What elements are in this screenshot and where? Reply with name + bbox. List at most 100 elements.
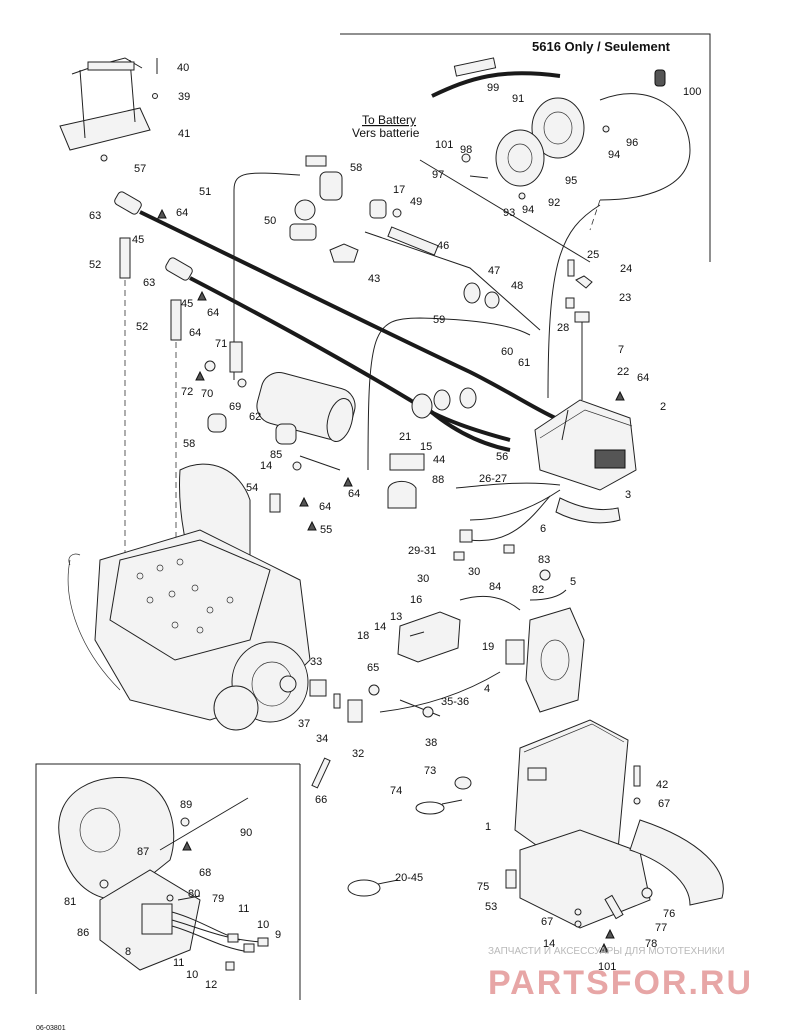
nut-65 — [368, 684, 380, 696]
washer-57 — [100, 154, 108, 162]
grommet-70 — [204, 360, 216, 372]
callout-43: 43 — [368, 273, 380, 285]
ties — [311, 757, 472, 897]
callout-45a: 45 — [132, 234, 144, 246]
callout-59: 59 — [433, 314, 445, 326]
washer-94b — [518, 192, 526, 200]
callout-97: 97 — [432, 169, 444, 181]
callout-64f: 64 — [319, 501, 331, 513]
callout-54: 54 — [246, 482, 258, 494]
relay-19 — [505, 639, 525, 665]
callout-98: 98 — [460, 144, 472, 156]
callout-33: 33 — [310, 656, 322, 668]
clip-24 — [575, 275, 593, 289]
callout-16: 16 — [410, 594, 422, 606]
callout-24: 24 — [620, 263, 632, 275]
callout-38: 38 — [425, 737, 437, 749]
callout-69: 69 — [229, 401, 241, 413]
vent-hose — [547, 204, 601, 399]
callout-61: 61 — [518, 357, 530, 369]
callout-10a: 10 — [257, 919, 269, 931]
screw-97 — [469, 175, 489, 179]
callout-91: 91 — [512, 93, 524, 105]
rectifier-16 — [397, 611, 461, 663]
callout-62: 62 — [249, 411, 261, 423]
grease-72 — [195, 370, 205, 381]
callout-68: 68 — [199, 867, 211, 879]
holder-88 — [387, 481, 417, 509]
callout-84: 84 — [489, 581, 501, 593]
clamp-43 — [329, 243, 359, 263]
callout-20-45: 20-45 — [395, 872, 423, 884]
tray-41 — [59, 107, 151, 151]
callout-30b: 30 — [468, 566, 480, 578]
callout-14b: 14 — [374, 621, 386, 633]
callout-95: 95 — [565, 175, 577, 187]
callout-52a: 52 — [89, 259, 101, 271]
grommet-21 — [411, 393, 433, 419]
wire-90 — [159, 797, 249, 851]
clip-38 — [422, 706, 434, 718]
callout-14c: 14 — [543, 938, 555, 950]
cap-58a — [319, 171, 343, 201]
callout-63a: 63 — [89, 210, 101, 222]
callout-83: 83 — [538, 554, 550, 566]
hose-59 — [367, 317, 531, 471]
callout-50: 50 — [264, 215, 276, 227]
callout-49: 49 — [410, 196, 422, 208]
spark-plug-52b — [170, 299, 182, 341]
callout-53: 53 — [485, 901, 497, 913]
washer-80 — [166, 894, 174, 902]
callout-29-31: 29-31 — [408, 545, 436, 557]
clip-69 — [237, 378, 247, 388]
callout-92: 92 — [548, 197, 560, 209]
callout-47: 47 — [488, 265, 500, 277]
bracket-6 — [555, 497, 621, 524]
callout-73: 73 — [424, 765, 436, 777]
callout-25: 25 — [587, 249, 599, 261]
terminal-12 — [225, 961, 235, 971]
callout-88: 88 — [432, 474, 444, 486]
callout-64e: 64 — [348, 488, 360, 500]
callout-22: 22 — [617, 366, 629, 378]
callout-7: 7 — [618, 344, 624, 356]
callout-48: 48 — [511, 280, 523, 292]
callout-28: 28 — [557, 322, 569, 334]
callout-67b: 67 — [541, 916, 553, 928]
hose-51 — [233, 172, 301, 191]
callout-9: 9 — [275, 929, 281, 941]
reservoir-grille — [594, 449, 626, 469]
terminal-30b — [503, 544, 515, 554]
bracket-32 — [347, 699, 363, 723]
head-bolts — [136, 558, 234, 634]
callout-72: 72 — [181, 386, 193, 398]
watermark-bottom: PARTSFOR.RU — [488, 964, 753, 1002]
oil-reservoir — [534, 204, 637, 524]
screw-28 — [565, 297, 575, 309]
callout-80: 80 — [188, 888, 200, 900]
callout-63b: 63 — [143, 277, 155, 289]
inset-5616-only: 5616 Only / Seulement To Battery Vers ba… — [340, 33, 711, 263]
spark-plug-52a — [119, 237, 131, 279]
spark-cap-63a — [114, 191, 142, 215]
spring-46 — [387, 226, 439, 256]
terminal-11a — [243, 943, 255, 953]
pulley-92-hub — [507, 143, 533, 173]
boot-100 — [654, 69, 666, 87]
callout-101b: 101 — [598, 961, 616, 973]
clip-50 — [294, 199, 316, 221]
wiring-area — [269, 453, 561, 561]
callout-26-27: 26-27 — [479, 473, 507, 485]
callout-60: 60 — [501, 346, 513, 358]
clip-89 — [180, 817, 190, 827]
nut-49 — [392, 208, 402, 218]
callout-100: 100 — [683, 86, 701, 98]
pto-cover — [213, 685, 259, 731]
callout-19: 19 — [482, 641, 494, 653]
callout-94a: 94 — [608, 149, 620, 161]
callout-46: 46 — [437, 240, 449, 252]
callout-65: 65 — [367, 662, 379, 674]
guide-lines — [68, 199, 601, 566]
callout-18: 18 — [357, 630, 369, 642]
